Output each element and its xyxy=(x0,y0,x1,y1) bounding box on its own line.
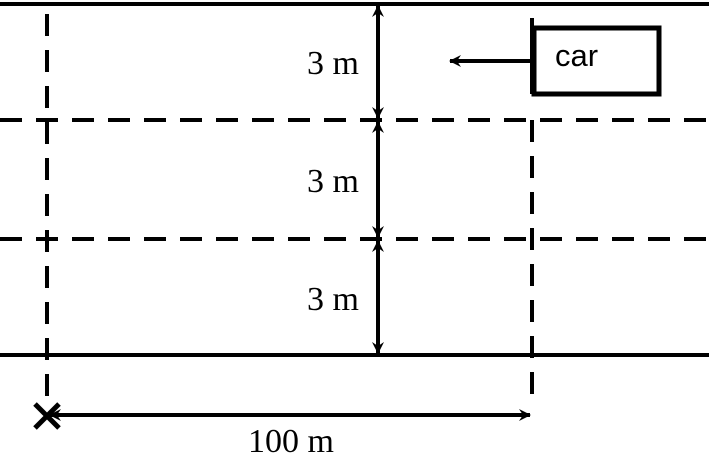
lane-width-label-bottom: 3 m xyxy=(307,281,359,318)
car-label: car xyxy=(555,38,598,73)
car-box xyxy=(531,25,662,97)
lane-width-label-middle: 3 m xyxy=(307,163,359,200)
distance-label: 100 m xyxy=(248,423,334,453)
cross-mark-icon xyxy=(33,402,61,430)
lane-width-label-top: 3 m xyxy=(307,45,359,82)
